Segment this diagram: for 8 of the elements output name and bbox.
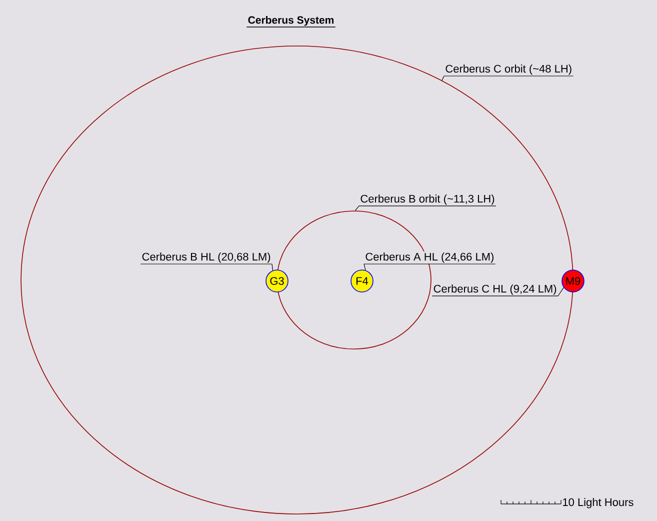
orbit-label: Cerberus C orbit (~48 LH) xyxy=(444,64,574,76)
leader-line xyxy=(272,264,274,271)
leader-line xyxy=(442,76,444,81)
leader-line xyxy=(558,287,564,296)
leader-line xyxy=(364,264,366,270)
diagram-title: Cerberus System xyxy=(246,16,336,28)
scale-label: 10 Light Hours xyxy=(563,498,634,508)
leader-line xyxy=(354,206,360,211)
